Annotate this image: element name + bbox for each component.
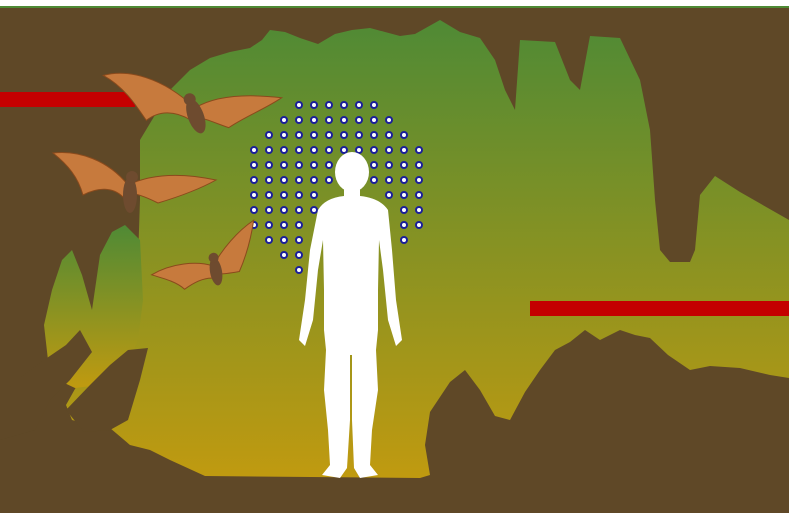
grid-dot xyxy=(401,147,407,153)
grid-dot xyxy=(341,117,347,123)
grid-dot xyxy=(296,252,302,258)
grid-dot xyxy=(326,147,332,153)
grid-dot xyxy=(266,147,272,153)
grid-dot xyxy=(416,207,422,213)
grid-dot xyxy=(356,102,362,108)
grid-dot xyxy=(386,192,392,198)
grid-dot xyxy=(341,147,347,153)
grid-dot xyxy=(311,132,317,138)
ledge-left xyxy=(0,92,135,107)
grid-dot xyxy=(371,177,377,183)
grid-dot xyxy=(416,192,422,198)
grid-dot xyxy=(281,132,287,138)
ledge-right xyxy=(530,301,789,316)
grid-dot xyxy=(401,192,407,198)
grid-dot xyxy=(386,177,392,183)
grid-dot xyxy=(356,117,362,123)
grid-dot xyxy=(311,162,317,168)
grid-dot xyxy=(371,132,377,138)
grid-dot xyxy=(281,222,287,228)
grid-dot xyxy=(416,162,422,168)
grid-dot xyxy=(281,237,287,243)
grid-dot xyxy=(266,207,272,213)
grid-dot xyxy=(296,177,302,183)
grid-dot xyxy=(326,102,332,108)
grid-dot xyxy=(326,117,332,123)
grid-dot xyxy=(326,177,332,183)
grid-dot xyxy=(401,162,407,168)
grid-dot xyxy=(386,117,392,123)
grid-dot xyxy=(386,147,392,153)
grid-dot xyxy=(281,162,287,168)
grid-dot xyxy=(266,192,272,198)
grid-dot xyxy=(371,117,377,123)
grid-dot xyxy=(311,147,317,153)
grid-dot xyxy=(356,132,362,138)
grid-dot xyxy=(266,222,272,228)
grid-dot xyxy=(296,162,302,168)
grid-dot xyxy=(326,162,332,168)
grid-dot xyxy=(281,117,287,123)
grid-dot xyxy=(371,162,377,168)
grid-dot xyxy=(371,102,377,108)
grid-dot xyxy=(416,177,422,183)
grid-dot xyxy=(356,147,362,153)
grid-dot xyxy=(311,207,317,213)
grid-dot xyxy=(416,222,422,228)
grid-dot xyxy=(311,192,317,198)
grid-dot xyxy=(251,207,257,213)
grid-dot xyxy=(296,147,302,153)
grid-dot xyxy=(251,147,257,153)
grid-dot xyxy=(341,102,347,108)
grid-dot xyxy=(281,252,287,258)
grid-dot xyxy=(401,132,407,138)
grid-dot xyxy=(266,237,272,243)
grid-dot xyxy=(296,222,302,228)
grid-dot xyxy=(341,132,347,138)
grid-dot xyxy=(311,102,317,108)
grid-dot xyxy=(401,177,407,183)
grid-dot xyxy=(371,147,377,153)
grid-dot xyxy=(296,237,302,243)
grid-dot xyxy=(296,267,302,273)
grid-dot xyxy=(251,177,257,183)
grid-dot xyxy=(296,117,302,123)
grid-dot xyxy=(401,222,407,228)
grid-dot xyxy=(401,237,407,243)
grid-dot xyxy=(251,192,257,198)
grid-dot xyxy=(401,207,407,213)
grid-dot xyxy=(386,132,392,138)
grid-dot xyxy=(251,162,257,168)
grid-dot xyxy=(311,117,317,123)
grid-dot xyxy=(281,207,287,213)
grid-dot xyxy=(281,147,287,153)
grid-dot xyxy=(326,132,332,138)
grid-dot xyxy=(311,177,317,183)
grid-dot xyxy=(266,162,272,168)
top-green-line xyxy=(0,6,789,8)
grid-dot xyxy=(386,162,392,168)
grid-dot xyxy=(266,177,272,183)
grid-dot xyxy=(281,177,287,183)
grid-dot xyxy=(416,147,422,153)
grid-dot xyxy=(296,192,302,198)
grid-dot xyxy=(296,207,302,213)
grid-dot xyxy=(296,102,302,108)
grid-dot xyxy=(281,192,287,198)
grid-dot xyxy=(296,132,302,138)
grid-dot xyxy=(266,132,272,138)
